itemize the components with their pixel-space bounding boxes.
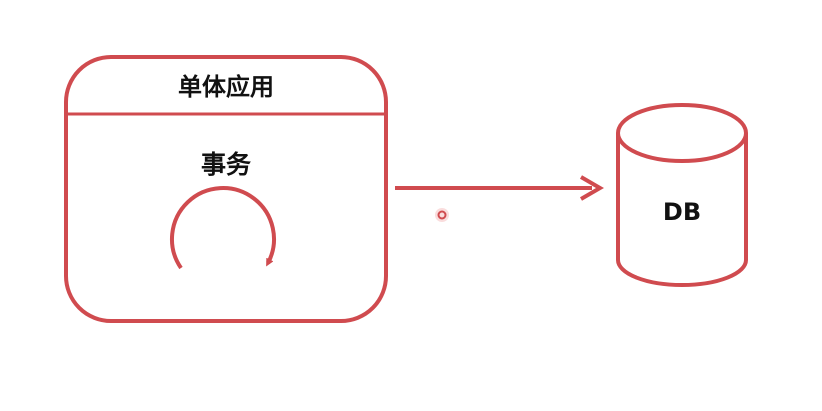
app-box-title: 单体应用 xyxy=(178,73,274,101)
cursor-dot xyxy=(435,208,449,222)
database-cylinder-icon xyxy=(616,103,748,287)
cycle-arrow-icon xyxy=(170,186,276,270)
transaction-label: 事务 xyxy=(200,150,251,179)
database-label: DB xyxy=(662,198,702,226)
connection-arrow-icon xyxy=(395,175,604,201)
